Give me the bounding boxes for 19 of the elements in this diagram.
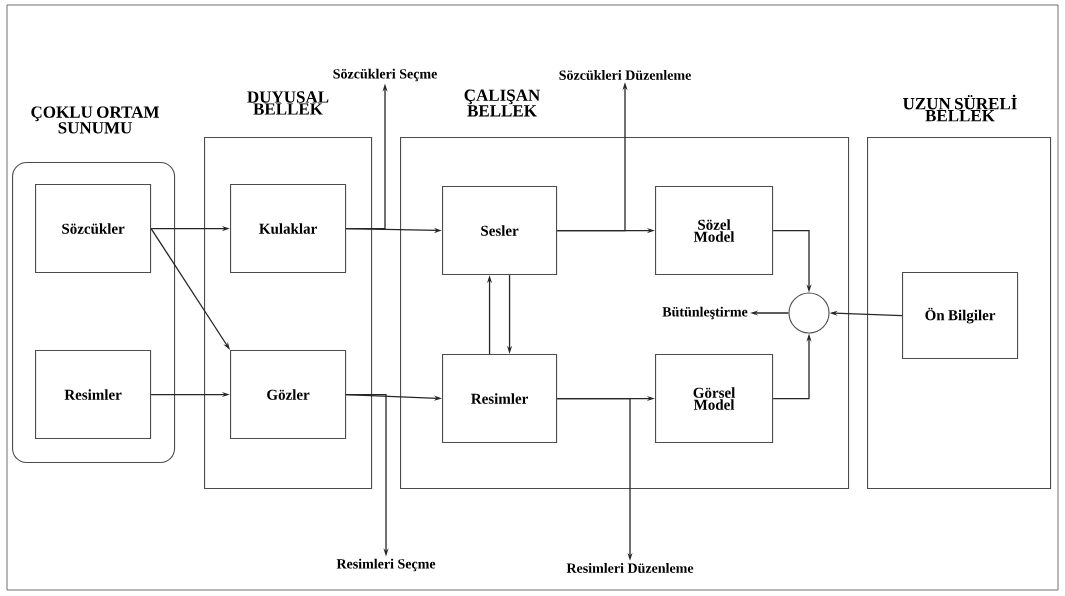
panel-heading: DUYUSAL BELLEK bbox=[247, 91, 329, 115]
process-label: Resimleri Düzenleme bbox=[566, 563, 694, 573]
process-box: Resimler bbox=[442, 354, 558, 444]
process-box: Gözler bbox=[230, 350, 347, 440]
process-box: Ön Bilgiler bbox=[902, 272, 1019, 360]
process-label: Sözcükleri Seçme bbox=[333, 68, 437, 82]
integration-circle bbox=[788, 292, 830, 334]
process-box: Kulaklar bbox=[230, 184, 347, 274]
process-label: Resimleri Seçme bbox=[336, 558, 436, 572]
panel-heading: ÇOKLU ORTAM SUNUMU bbox=[31, 106, 159, 134]
process-box: Sözcükler bbox=[35, 184, 152, 274]
process-box: Sesler bbox=[442, 186, 558, 276]
process-box: Görsel Model bbox=[655, 354, 774, 444]
process-box: Resimler bbox=[35, 350, 152, 440]
process-label: Bütünleştirme bbox=[662, 306, 748, 320]
panel-heading: UZUN SÜRELİ BELLEK bbox=[903, 94, 1017, 122]
panel-heading: ÇALIŞAN BELLEK bbox=[464, 89, 541, 117]
process-box: Sözel Model bbox=[655, 186, 774, 276]
process-label: Sözcükleri Düzenleme bbox=[559, 70, 691, 80]
